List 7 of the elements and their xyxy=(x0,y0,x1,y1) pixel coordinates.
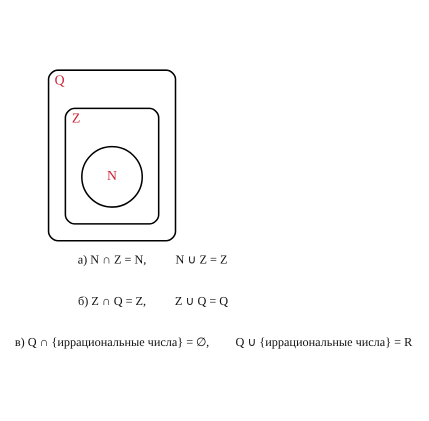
label: N ∪ Z = Z xyxy=(176,252,228,266)
label: в) Q ∩ {иррациональные числа} = ∅, xyxy=(14,335,210,350)
label: б) Z ∩ Q = Z, xyxy=(78,294,146,308)
label: Q ∪ {иррациональные числа} = R xyxy=(235,335,412,350)
node-circle: N xyxy=(81,146,143,208)
label: а) N ∩ Z = N, xyxy=(78,252,146,266)
label: Z ∪ Q = Q xyxy=(174,294,228,308)
